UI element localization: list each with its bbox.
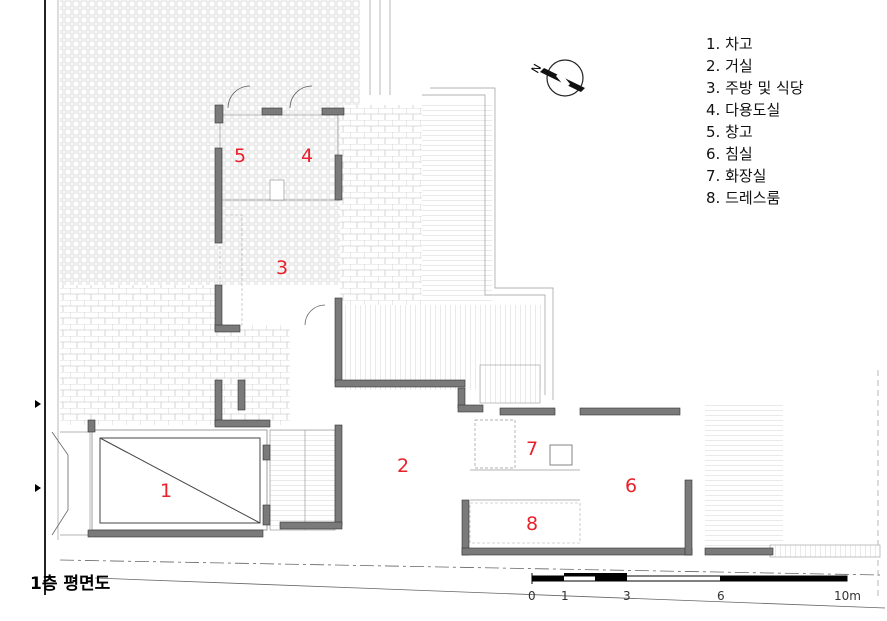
deck-east xyxy=(705,405,783,555)
room-number-7: 7 xyxy=(526,438,538,460)
path-paving xyxy=(220,325,290,425)
service-block xyxy=(219,85,339,201)
terrace-paving xyxy=(340,105,422,305)
deck-area xyxy=(422,105,492,305)
entry-arrow-icon xyxy=(35,400,41,408)
legend-item: 8. 드레스룸 xyxy=(706,189,780,207)
scale-label: 0 xyxy=(528,589,536,603)
scale-label: 6 xyxy=(717,589,725,603)
room-number-1: 1 xyxy=(160,480,172,502)
legend-item: 7. 화장실 xyxy=(706,167,766,185)
room-number-3: 3 xyxy=(276,257,288,279)
garage xyxy=(51,429,268,536)
legend-item: 5. 창고 xyxy=(706,123,753,141)
walls xyxy=(87,104,774,556)
scale-label: 1 xyxy=(561,589,569,603)
scale-label: 3 xyxy=(623,589,631,603)
scale-bar: 0 1 3 6 10m xyxy=(528,573,861,603)
site-boundary xyxy=(44,0,886,609)
room-number-2: 2 xyxy=(397,455,409,477)
legend-item: 4. 다용도실 xyxy=(706,101,780,119)
legend-item: 3. 주방 및 식당 xyxy=(706,79,804,97)
room-legend: 1. 차고 2. 거실 3. 주방 및 식당 4. 다용도실 5. 창고 6. … xyxy=(706,35,804,207)
drawing-title: 1층 평면도 xyxy=(30,574,111,594)
room-number-8: 8 xyxy=(526,513,538,535)
scale-label: 10m xyxy=(834,589,861,603)
compass-label: N xyxy=(529,62,544,76)
room-number-6: 6 xyxy=(625,475,637,497)
legend-item: 1. 차고 xyxy=(706,35,753,53)
stairs xyxy=(269,429,336,531)
legend-item: 6. 침실 xyxy=(706,145,753,163)
entry-arrow-icon xyxy=(35,484,41,492)
bath-fixtures xyxy=(469,364,581,544)
legend-item: 2. 거실 xyxy=(706,57,753,75)
room-number-5: 5 xyxy=(234,145,246,167)
north-arrow: N xyxy=(529,59,585,97)
garden-paving-lower xyxy=(60,285,220,425)
room-number-4: 4 xyxy=(301,145,313,167)
